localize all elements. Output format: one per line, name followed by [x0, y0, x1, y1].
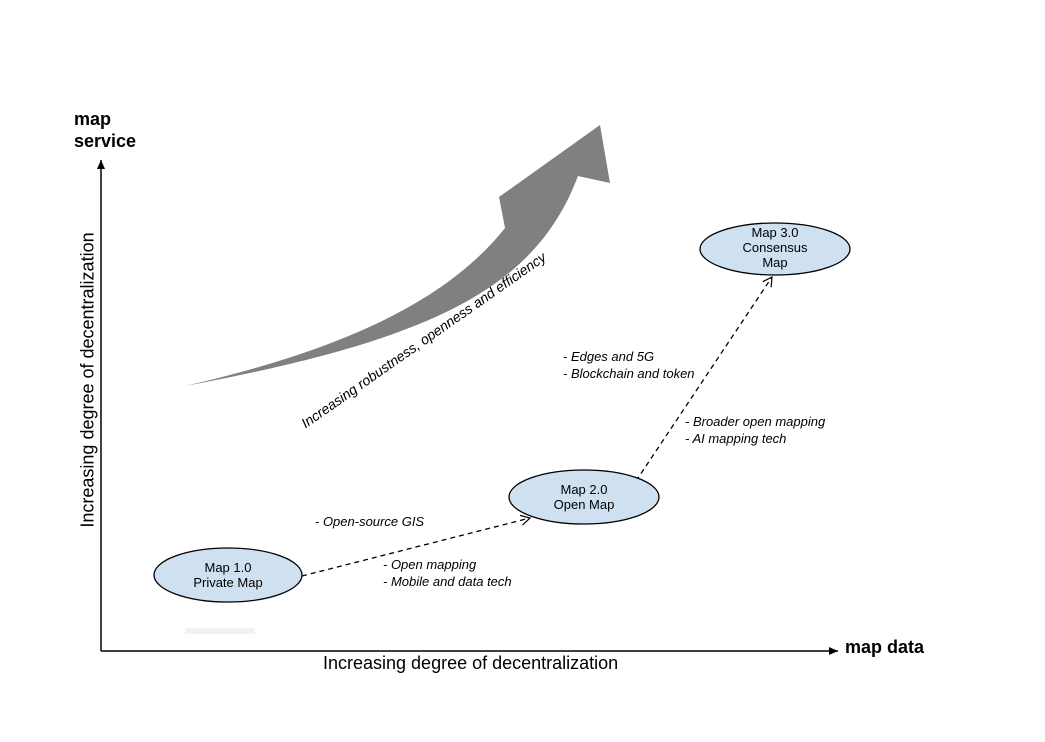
y-axis-caption: Increasing degree of decentralization [77, 232, 98, 528]
note-edges-5g: - Edges and 5G [563, 349, 655, 364]
shadow-smudge [185, 628, 255, 634]
note-group-3: - Edges and 5G - Blockchain and token [563, 348, 695, 382]
node-map-3-line2: Consensus [742, 240, 808, 255]
note-broader-open-mapping: - Broader open mapping [685, 414, 826, 429]
note-group-1: - Open mapping - Mobile and data tech [383, 556, 512, 590]
trend-arrow [185, 125, 610, 386]
note-mobile-data-tech: - Mobile and data tech [383, 574, 512, 589]
node-map-3-ellipse [699, 222, 851, 276]
connector-2-to-3 [635, 275, 773, 482]
node-map-2-line1: Map 2.0 [560, 482, 608, 497]
node-map-2-line2: Open Map [553, 497, 615, 512]
node-map-1-line1: Map 1.0 [204, 560, 252, 575]
note-blockchain-token: - Blockchain and token [563, 366, 695, 381]
node-map-1-label: Map 1.0 Private Map [168, 560, 288, 590]
y-axis-title-line1: map [74, 109, 112, 129]
node-map-3-line3: Map [762, 255, 788, 270]
node-map-3-line1: Map 3.0 [751, 225, 799, 240]
node-map-2-label: Map 2.0 Open Map [524, 482, 644, 512]
note-open-mapping: - Open mapping [383, 557, 477, 572]
node-map-2-ellipse [508, 469, 660, 525]
note-group-2: - Broader open mapping - AI mapping tech [685, 413, 825, 447]
y-axis-title: map service [74, 108, 136, 152]
x-axis-title: map data [845, 637, 925, 657]
note-ai-mapping-tech: - AI mapping tech [685, 431, 787, 446]
node-map-3-label: Map 3.0 Consensus Map [715, 225, 835, 270]
connector-1-to-2 [301, 514, 532, 577]
y-axis-title-line2: service [74, 131, 137, 151]
node-map-1-line2: Private Map [193, 575, 263, 590]
note-open-source-gis: - Open-source GIS [315, 514, 425, 529]
node-map-1-ellipse [153, 547, 303, 603]
x-axis-caption: Increasing degree of decentralization [323, 653, 619, 673]
